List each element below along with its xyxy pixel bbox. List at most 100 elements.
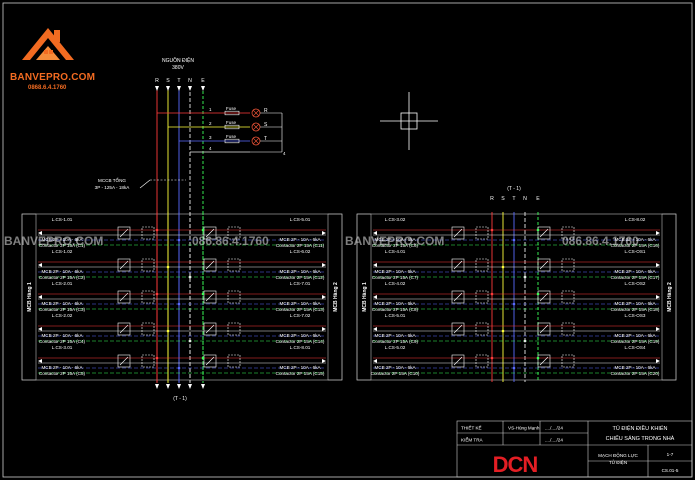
mcb-contact [119,260,129,270]
drawing-name: MẠCH ĐỘNG LỰC [598,452,638,458]
output-arrow [38,327,42,331]
right-circuit-mcb: MCB 2P - 10A - 6kA [614,301,656,306]
mcb-box [203,290,217,304]
junction-dot [512,366,516,370]
mcb-contact [453,324,463,334]
junction-dot [536,228,540,232]
junction-dot [177,302,181,306]
contactor-box [141,290,155,304]
mcb-contact [539,292,549,302]
mccb-title: MCCB TỔNG [98,177,126,183]
junction-dot [201,356,205,360]
title-block [456,420,693,478]
mcb-contact [539,356,549,366]
right-circuit-contactor: Contactor 2P 15A (C15) [276,371,325,376]
fuse-label: Fuse [226,106,237,111]
right-phase-label-R: R [490,196,494,202]
mcb-contact [453,260,463,270]
right-circuit-contactor: Contactor 2P 15A (C13) [276,307,325,312]
right-circuit-code: L.CS-7.02 [290,313,311,318]
checked-date: ..../..../24 [545,438,563,443]
mcb-box [203,354,217,368]
output-arrow [322,295,326,299]
mcb-box [451,258,465,272]
mcb-box [117,354,131,368]
side-label: MCB Hàng 2 [333,282,339,312]
mcb-contact [205,356,215,366]
contactor-box [475,322,489,336]
fuse-symbol [224,124,240,130]
source-phase-label-S: S [166,78,170,84]
contactor-box [141,322,155,336]
mcb-box [451,226,465,240]
mcb-contact [453,356,463,366]
right-circuit-contactor: Contactor 2P 15A (C17) [611,275,660,280]
brand-phone: 0868.6.4.1760 [28,85,67,91]
source-arrow-top [177,86,181,91]
left-circuit-contactor: Contactor 2P 15A (C2) [39,275,86,280]
junction-dot [188,275,192,279]
output-arrow [38,295,42,299]
contactor-box [141,258,155,272]
left-circuit-mcb: MCB 2P - 10A - 6kA [374,237,416,242]
mcb-contact [539,228,549,238]
right-circuit-mcb: MCB 2P - 10A - 6kA [279,301,321,306]
mcb-contact [205,292,215,302]
output-arrow [38,231,42,235]
right-circuit-mcb: MCB 2P - 10A - 6kA [614,365,656,370]
output-arrow [322,231,326,235]
junction-dot [166,329,170,333]
contactor-box [227,258,241,272]
junction-dot [166,265,170,269]
project-title-2: CHIẾU SÁNG TRONG NHÀ [606,435,675,442]
right-circuit-contactor: Contactor 2P 15A (C19) [611,339,660,344]
drawing-scale: 1-7 [667,452,674,457]
left-circuit-contactor: Contactor 2P 15A (C7) [372,275,419,280]
left-circuit-code: L.CS-3.01 [52,345,73,350]
left-circuit-contactor: Contactor 2P 15A (C8) [372,307,419,312]
watermark-site-left: BANVEPRO.COM [4,234,103,248]
source-arrow-bottom [201,384,205,389]
source-arrow-bottom [177,384,181,389]
fuse-row-number: 2 [209,121,212,126]
side-label-box [327,213,343,381]
source-arrow-bottom [155,384,159,389]
mccb-spec: 3P - 125A - 18kA [95,185,131,190]
mcb-contact [205,228,215,238]
contactor-box [227,322,241,336]
output-arrow [656,295,660,299]
right-top-reference: (T - 1) [507,186,521,192]
right-circuit-mcb: MCB 2P - 10A - 6kA [614,333,656,338]
mcb-contact [539,324,549,334]
left-circuit-mcb: MCB 2P - 10A - 6kA [41,269,83,274]
lamp-cross [252,109,260,117]
junction-dot [490,292,494,296]
mcb-box [203,258,217,272]
mcb-box [117,322,131,336]
left-circuit-contactor: Contactor 2P 15A (C4) [39,339,86,344]
project-title-1: TỦ ĐIỆN ĐIỀU KHIỂN [612,424,667,432]
left-circuit-code: L.CS-2.02 [52,313,73,318]
source-arrow-top [201,86,205,91]
right-circuit-contactor: Contactor 2P 15A (C14) [276,339,325,344]
lamp-cross [252,123,260,131]
source-phase-label-T: T [177,78,181,84]
left-circuit-mcb: MCB 2P - 10A - 6kA [41,365,83,370]
watermark-phone-left: 086.86.4.1760 [192,234,269,248]
junction-dot [188,339,192,343]
mcb-contact [205,260,215,270]
left-circuit-code: L.CS-5.01 [385,313,406,318]
checked-label: KIỂM TRA [461,437,484,443]
mcb-box [451,322,465,336]
mcb-box [117,290,131,304]
source-arrow-top [155,86,159,91]
contactor-box [475,354,489,368]
right-circuit-code: L.CS-8.02 [625,217,646,222]
drawing-name-2: TỦ ĐIỆN [609,458,627,465]
sheet-number: CS.01-5 [662,468,679,473]
mcb-box [537,322,551,336]
source-phase-label-N: N [188,78,192,84]
lamp-label: R [264,108,268,114]
